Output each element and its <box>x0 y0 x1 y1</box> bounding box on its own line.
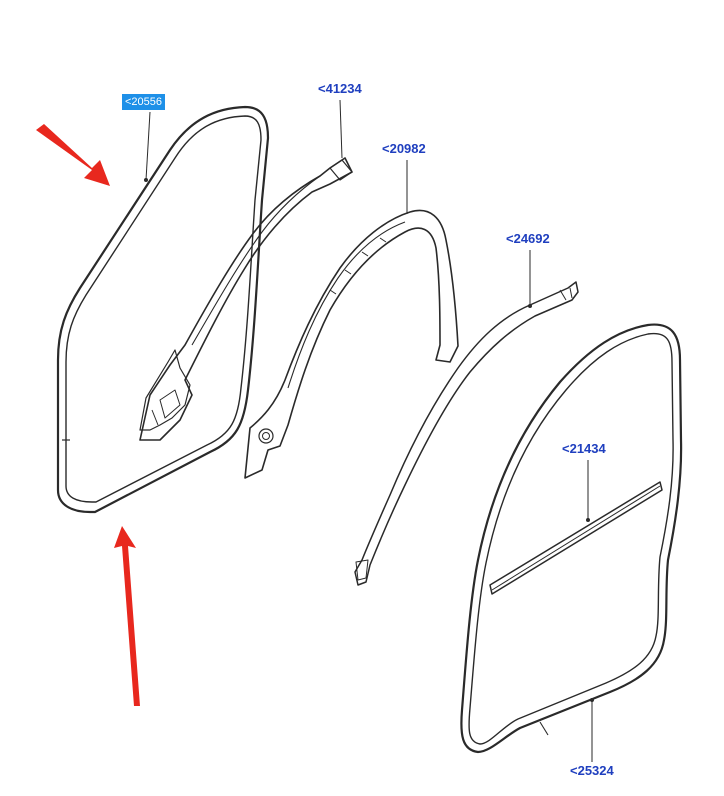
part-41234-window-channel[interactable] <box>139 157 353 441</box>
part-21434-belt-moulding[interactable] <box>489 481 663 595</box>
red-arrow-upper <box>36 124 110 186</box>
red-arrow-lower <box>114 526 140 706</box>
callout-25324[interactable]: <25324 <box>570 763 614 778</box>
callout-41234[interactable]: <41234 <box>318 81 362 96</box>
leader-20556 <box>145 111 151 181</box>
part-24692-glass-run-seal[interactable] <box>354 281 579 586</box>
part-20982-pillar-trim[interactable] <box>244 209 459 479</box>
part-20556-door-opening-seal[interactable] <box>56 105 270 514</box>
callout-24692[interactable]: <24692 <box>506 231 550 246</box>
callout-20556[interactable]: <20556 <box>122 94 166 110</box>
leader-dot-24692 <box>528 304 532 308</box>
callout-21434[interactable]: <21434 <box>562 441 606 456</box>
leader-41234 <box>339 99 343 159</box>
callout-20982[interactable]: <20982 <box>382 141 426 156</box>
leader-dot-25324 <box>590 698 594 702</box>
part-25324-door-weatherstrip[interactable] <box>460 323 683 754</box>
leader-dot-20556 <box>144 178 148 182</box>
leader-dot-21434 <box>586 518 590 522</box>
